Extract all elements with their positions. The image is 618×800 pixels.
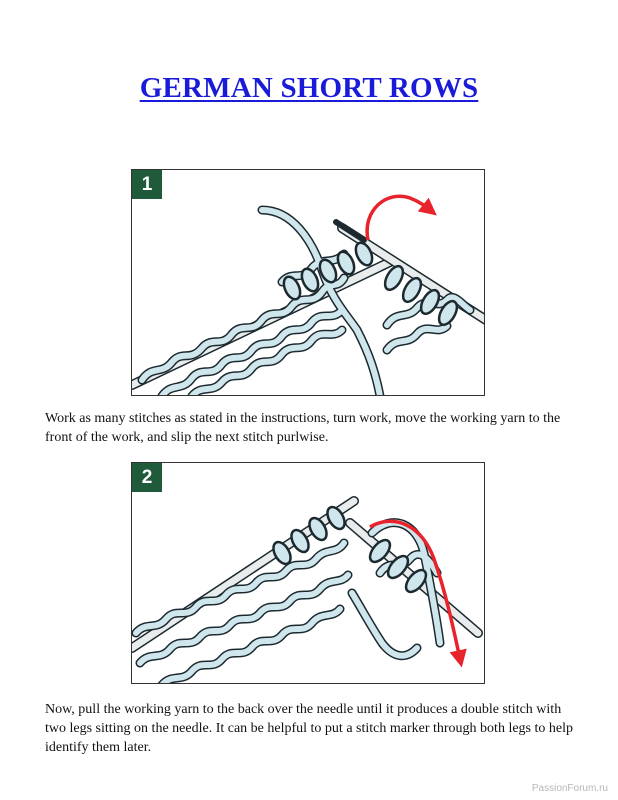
curved-arrow-right-icon bbox=[365, 194, 437, 241]
page-title: GERMAN SHORT ROWS bbox=[139, 72, 479, 104]
step-number-badge: 2 bbox=[132, 463, 162, 492]
step-2-caption: Now, pull the working yarn to the back o… bbox=[45, 702, 573, 755]
step-1-caption: Work as many stitches as stated in the i… bbox=[45, 411, 561, 445]
illustration-step-2: 2 bbox=[131, 462, 485, 684]
curved-arrow-down-icon bbox=[369, 519, 467, 668]
knitting-illustration-2 bbox=[132, 496, 483, 683]
knitting-illustration-1 bbox=[132, 194, 484, 395]
knitted-fabric bbox=[132, 505, 445, 683]
step-number-badge: 1 bbox=[132, 170, 162, 199]
knitted-fabric bbox=[137, 205, 475, 395]
watermark: PassionForum.ru bbox=[531, 783, 608, 794]
illustration-step-1: 1 bbox=[131, 169, 485, 396]
